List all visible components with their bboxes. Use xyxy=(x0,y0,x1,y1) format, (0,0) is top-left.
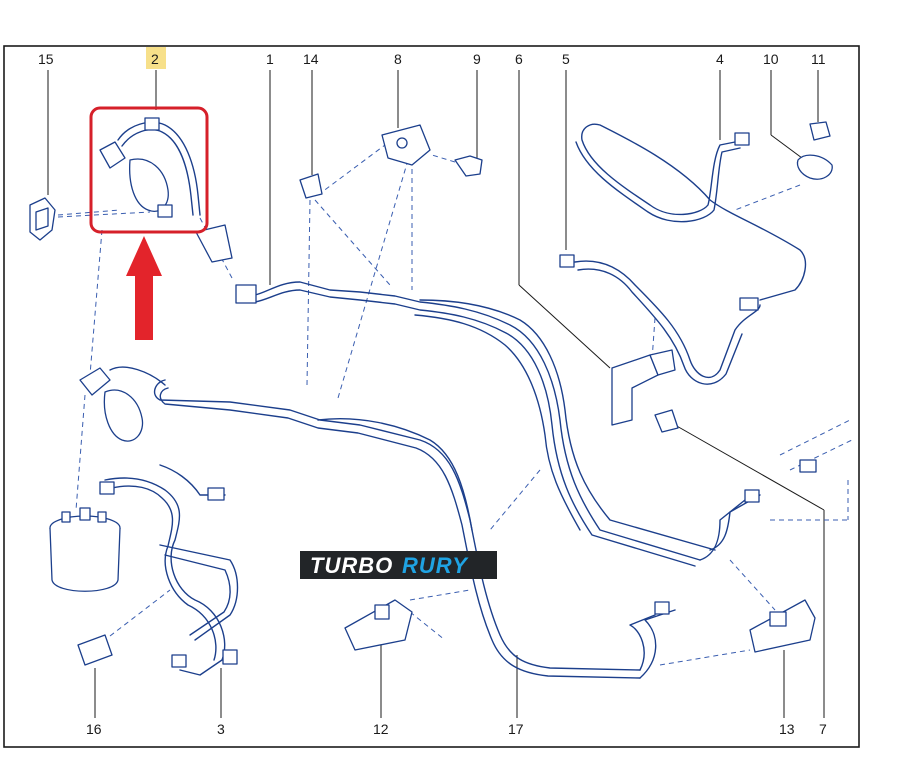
callout-4: 4 xyxy=(716,51,724,67)
callout-highlight xyxy=(146,47,166,69)
fuel-hoses xyxy=(104,123,807,679)
callout-1: 1 xyxy=(266,51,274,67)
bracket-6 xyxy=(611,354,659,426)
hose-line-1 xyxy=(254,281,701,561)
fuel-filter xyxy=(49,507,121,592)
callout-group-bottom: 16 3 12 17 13 7 xyxy=(86,424,827,737)
diagram-frame xyxy=(3,45,860,748)
callout-group-top: 15 2 1 14 8 9 6 5 4 10 11 xyxy=(38,47,826,369)
hose-line-4 xyxy=(581,123,807,301)
fuel-primer-bulb-lower xyxy=(79,366,166,442)
bolt-9 xyxy=(454,155,483,177)
callout-12: 12 xyxy=(373,721,389,737)
callout-13: 13 xyxy=(779,721,795,737)
parts xyxy=(29,117,833,668)
callout-16: 16 xyxy=(86,721,102,737)
callout-15: 15 xyxy=(38,51,54,67)
highlight-box xyxy=(89,106,209,234)
turborury-logo: TURBO RURY xyxy=(300,551,497,579)
callout-17: 17 xyxy=(508,721,524,737)
callout-5: 5 xyxy=(562,51,570,67)
callout-11: 11 xyxy=(811,51,826,67)
logo-text-turbo: TURBO xyxy=(310,553,393,578)
callout-2: 2 xyxy=(151,51,159,67)
callout-7: 7 xyxy=(819,721,827,737)
hose-line-3 xyxy=(104,477,226,676)
hose-line-5 xyxy=(574,260,761,379)
bolt-7 xyxy=(654,409,679,433)
callout-8: 8 xyxy=(394,51,402,67)
nut-11 xyxy=(809,121,831,141)
callout-6: 6 xyxy=(515,51,523,67)
logo-text-rury: RURY xyxy=(402,553,469,578)
arrow-up-icon xyxy=(126,236,162,340)
callout-9: 9 xyxy=(473,51,481,67)
clip-16 xyxy=(77,634,113,666)
callout-10: 10 xyxy=(763,51,779,67)
grommet-10 xyxy=(796,154,833,180)
callout-14: 14 xyxy=(303,51,319,67)
fuel-primer-bulb-2 xyxy=(99,117,201,218)
clip-14 xyxy=(299,173,323,199)
callout-3: 3 xyxy=(217,721,225,737)
